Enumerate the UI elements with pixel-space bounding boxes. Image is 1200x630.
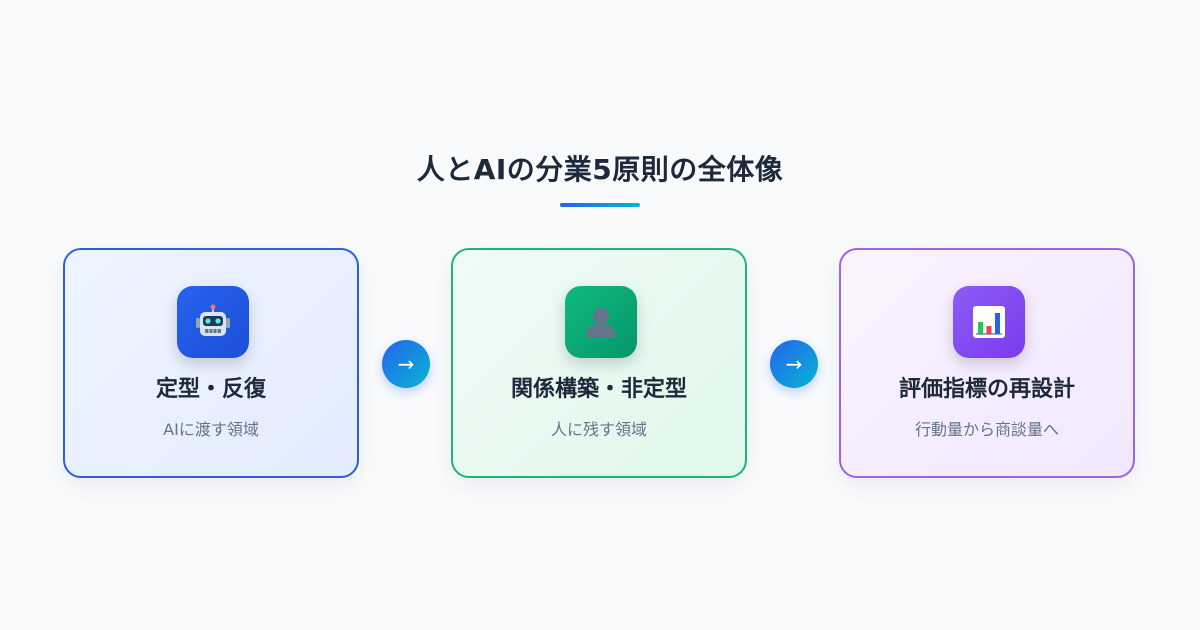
person-icon-tile — [565, 286, 637, 358]
card-routine-repetitive: 定型・反復 AIに渡す領域 — [63, 248, 359, 478]
person-icon — [586, 308, 616, 338]
card-subtitle: 行動量から商談量へ — [914, 420, 1059, 439]
card-metric-redesign: 評価指標の再設計 行動量から商談量へ — [839, 248, 1135, 478]
card-subtitle: AIに渡す領域 — [163, 420, 259, 439]
card-relationship-building: 関係構築・非定型 人に残す領域 — [451, 248, 747, 478]
title-underline — [560, 203, 640, 207]
arrow-right-icon: → — [770, 340, 818, 388]
diagram-title: 人とAIの分業5原則の全体像 — [416, 153, 784, 186]
card-title: 定型・反復 — [155, 377, 266, 402]
arrow-right-icon: → — [382, 340, 430, 388]
robot-icon — [196, 304, 230, 336]
card-title: 関係構築・非定型 — [510, 377, 687, 402]
card-subtitle: 人に残す領域 — [550, 420, 647, 439]
bar-chart-icon — [973, 306, 1005, 338]
robot-icon-tile — [177, 286, 249, 358]
bar-chart-icon-tile — [953, 286, 1025, 358]
card-title: 評価指標の再設計 — [898, 377, 1075, 402]
